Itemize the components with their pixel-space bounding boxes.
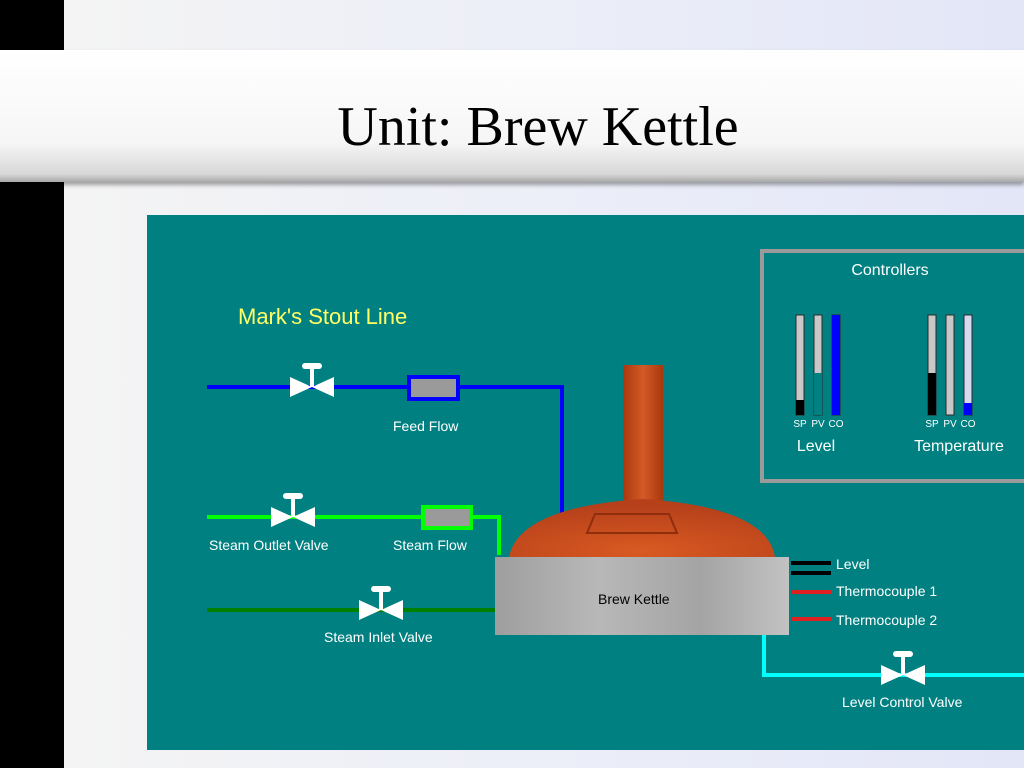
- controller-bar-fill: [796, 400, 804, 415]
- thermocouple-1: [791, 590, 831, 594]
- steam-outlet-valve-label: Steam Outlet Valve: [209, 537, 329, 553]
- controller-group-level: SP PV CO Level: [793, 314, 844, 455]
- controller-bar-pv: [945, 314, 955, 416]
- controllers-title: Controllers: [851, 262, 928, 279]
- controller-bar-label: SP: [925, 419, 939, 430]
- line-name: Mark's Stout Line: [238, 304, 407, 329]
- controller-bar-label: PV: [811, 419, 825, 430]
- level-control-valve-label: Level Control Valve: [842, 694, 963, 710]
- thermocouple-2-label: Thermocouple 2: [836, 612, 937, 628]
- steam-outlet-valve[interactable]: [271, 493, 315, 527]
- controllers-panel: Controllers SP PV CO Level SP PV CO Temperature: [760, 249, 1024, 483]
- thermocouple-1-label: Thermocouple 1: [836, 583, 937, 599]
- kettle-label: Brew Kettle: [598, 591, 670, 607]
- title-band: [0, 50, 1024, 182]
- controller-bar-fill: [964, 403, 972, 415]
- feed-valve[interactable]: [290, 363, 334, 397]
- controller-group-temperature: SP PV CO Temperature: [914, 314, 1004, 455]
- controller-bar-co: [963, 314, 973, 416]
- steam-inlet-valve-label: Steam Inlet Valve: [324, 629, 433, 645]
- controller-bar-label: CO: [829, 419, 844, 430]
- level-sensor-label: Level: [836, 556, 869, 572]
- kettle-chimney: [623, 365, 663, 505]
- level-control-pipe: [762, 635, 1024, 677]
- level-control-valve[interactable]: [881, 651, 925, 685]
- kettle-body: [495, 557, 789, 635]
- controller-bar-label: PV: [943, 419, 957, 430]
- feed-flow-meter[interactable]: [407, 375, 460, 401]
- slide-title: Unit: Brew Kettle: [337, 96, 739, 158]
- controller-bar-fill: [832, 315, 840, 415]
- feed-pipe: [207, 385, 564, 515]
- controller-group-name: Temperature: [914, 438, 1004, 455]
- brew-kettle[interactable]: Brew Kettle: [495, 365, 789, 635]
- controller-bar-fill: [928, 373, 936, 415]
- controller-bar-fill: [814, 373, 822, 415]
- controller-bar-label: CO: [961, 419, 976, 430]
- brew-kettle-diagram: Mark's Stout Line Feed Flow S: [147, 215, 1024, 750]
- kettle-hatch: [585, 513, 679, 534]
- steam-flow-meter[interactable]: [421, 505, 473, 530]
- steam-inlet-valve[interactable]: [359, 586, 403, 620]
- kettle-dome: [509, 499, 775, 557]
- steam-outlet-pipe: [207, 515, 501, 555]
- controller-bar-label: SP: [793, 419, 807, 430]
- feed-flow-label: Feed Flow: [393, 418, 459, 434]
- thermocouple-2: [791, 617, 831, 621]
- controller-group-name: Level: [797, 438, 835, 455]
- level-sensor: [791, 561, 831, 575]
- steam-flow-label: Steam Flow: [393, 537, 468, 553]
